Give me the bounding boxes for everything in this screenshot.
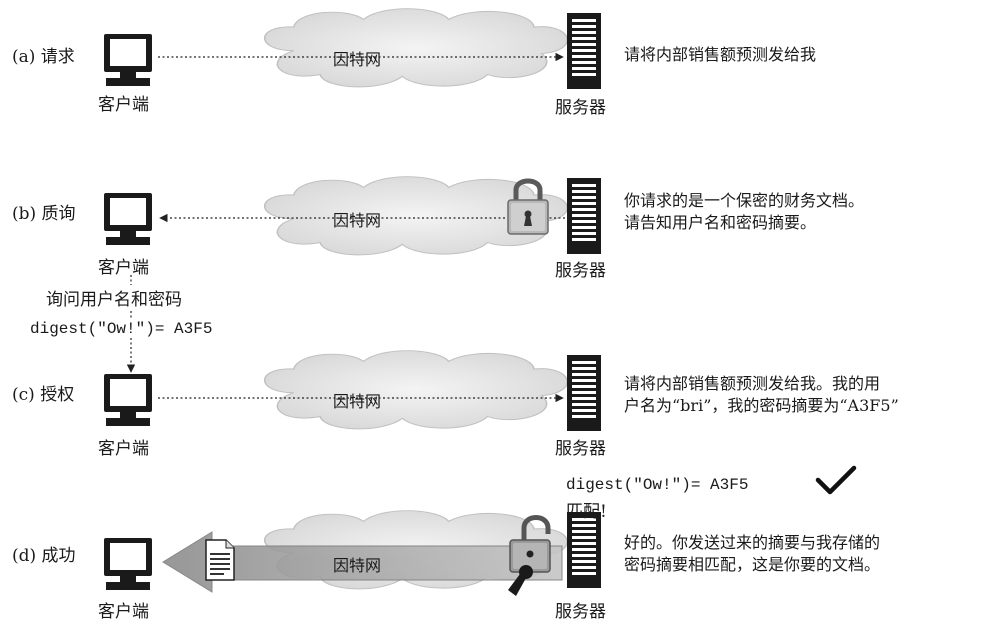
- server-label-b: 服务器: [555, 261, 606, 281]
- prompt-text: 询问用户名和密码: [46, 285, 182, 310]
- message-d-line-2: 密码摘要相匹配，这是你要的文档。: [624, 555, 881, 574]
- server-icon-b: [567, 178, 601, 254]
- message-a: 请将内部销售额预测发给我: [624, 44, 816, 66]
- cloud-row-c: [263, 349, 569, 430]
- cloud-label-c: 因特网: [333, 392, 382, 411]
- message-d: 好的。你发送过来的摘要与我存储的 密码摘要相匹配，这是你要的文档。: [624, 532, 880, 576]
- lock-open-icon: [508, 515, 551, 596]
- step-label-d: (d) 成功: [12, 546, 76, 566]
- step-label-c: (c) 授权: [12, 385, 75, 405]
- cloud-row-a: [263, 7, 569, 88]
- client-computer-icon-b: [104, 193, 152, 245]
- message-c-line-2: 户名为“bri”，我的密码摘要为“A3F5”: [624, 396, 899, 415]
- step-label-b: (b) 质询: [12, 204, 76, 224]
- message-c-line-1: 请将内部销售额预测发给我。我的用: [624, 374, 881, 393]
- client-computer-icon-c: [104, 374, 152, 426]
- message-b-line-2: 请告知用户名和密码摘要。: [624, 213, 817, 232]
- message-b: 你请求的是一个保密的财务文档。 请告知用户名和密码摘要。: [624, 190, 864, 234]
- message-a-line-1: 请将内部销售额预测发给我: [624, 45, 817, 64]
- message-b-line-1: 你请求的是一个保密的财务文档。: [624, 191, 865, 210]
- lock-closed-icon: [507, 178, 549, 235]
- cloud-label-a: 因特网: [333, 50, 382, 69]
- client-digest: digest("Ow!")= A3F5: [30, 320, 213, 338]
- cloud-label-b: 因特网: [333, 211, 382, 230]
- client-computer-icon-d: [104, 538, 152, 590]
- client-label-d: 客户端: [98, 602, 149, 622]
- server-icon-a: [567, 13, 601, 89]
- server-label-a: 服务器: [555, 98, 606, 118]
- match-text: 匹配!: [566, 502, 607, 522]
- server-icon-d: [567, 512, 601, 588]
- cloud-label-d: 因特网: [333, 556, 382, 575]
- client-label-a: 客户端: [98, 95, 149, 115]
- server-label-d: 服务器: [555, 602, 606, 622]
- client-computer-icon-a: [104, 34, 152, 86]
- document-return-arrow: [162, 531, 563, 593]
- check-mark-icon: [815, 465, 857, 495]
- message-c: 请将内部销售额预测发给我。我的用 户名为“bri”，我的密码摘要为“A3F5”: [624, 373, 899, 417]
- document-icon: [205, 539, 235, 581]
- server-icon-c: [567, 355, 601, 431]
- client-label-b: 客户端: [98, 258, 149, 278]
- message-d-line-1: 好的。你发送过来的摘要与我存储的: [624, 533, 881, 552]
- server-label-c: 服务器: [555, 439, 606, 459]
- step-label-a: (a) 请求: [12, 47, 75, 67]
- client-label-c: 客户端: [98, 439, 149, 459]
- server-digest: digest("Ow!")= A3F5: [566, 476, 749, 494]
